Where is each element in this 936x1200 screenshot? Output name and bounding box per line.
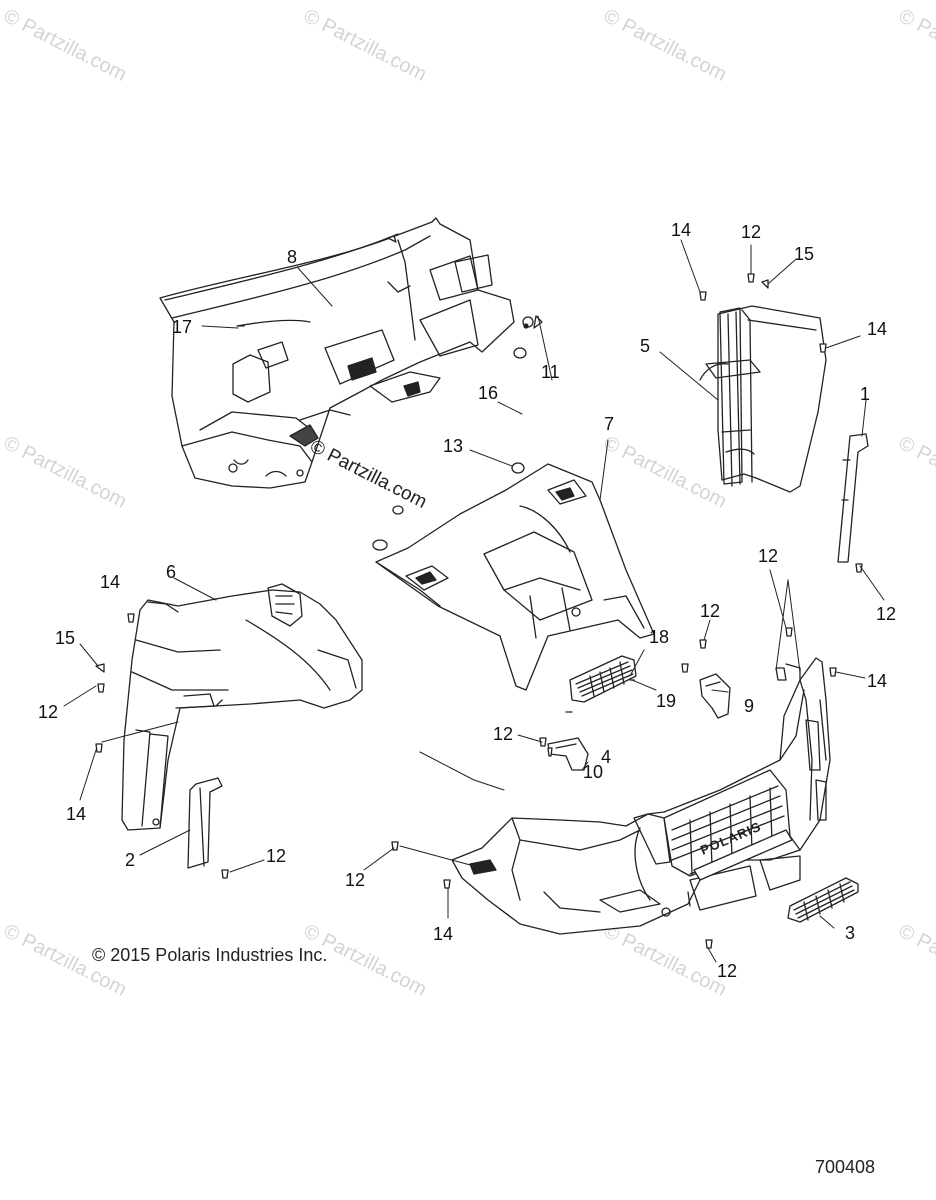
callout-9: 9	[744, 696, 755, 716]
callout-14: 14	[66, 804, 87, 824]
callout-5: 5	[640, 336, 651, 356]
callout-12: 12	[741, 222, 762, 242]
callout-15: 15	[55, 628, 76, 648]
callout-15: 15	[794, 244, 815, 264]
callout-12: 12	[700, 601, 721, 621]
part-2-bracket	[187, 777, 223, 869]
callout-8: 8	[287, 247, 298, 267]
part-1-bracket	[837, 433, 869, 563]
part-18-grille	[569, 655, 637, 703]
callout-14: 14	[100, 572, 121, 592]
callout-6: 6	[166, 562, 177, 582]
callout-12: 12	[266, 846, 287, 866]
document-number: 700408	[815, 1157, 876, 1177]
callout-18: 18	[649, 627, 670, 647]
callout-10: 10	[583, 762, 604, 782]
callout-12: 12	[758, 546, 779, 566]
callout-1: 1	[860, 384, 871, 404]
part-5-side-panel	[699, 305, 827, 493]
part-7-center-panel	[375, 463, 655, 691]
callout-2: 2	[125, 850, 136, 870]
leader-lines	[63, 239, 885, 963]
callout-7: 7	[604, 414, 615, 434]
part-4-bumper	[451, 657, 831, 935]
part-3-lower-grille	[787, 877, 859, 923]
callout-14: 14	[671, 220, 692, 240]
part-10-bracket	[547, 737, 589, 771]
callout-19: 19	[656, 691, 677, 711]
callout-14: 14	[867, 671, 888, 691]
callout-14: 14	[433, 924, 454, 944]
part-6-left-fender	[121, 583, 363, 831]
part-8-hood	[159, 217, 515, 489]
callout-14: 14	[867, 319, 888, 339]
callout-17: 17	[172, 317, 193, 337]
callout-11: 11	[541, 362, 560, 382]
callout-12: 12	[717, 961, 738, 981]
polaris-emblem	[693, 829, 793, 881]
callout-13: 13	[443, 436, 464, 456]
callout-4: 4	[601, 747, 612, 767]
callout-12: 12	[876, 604, 897, 624]
callout-12: 12	[493, 724, 514, 744]
part-9-bracket	[699, 673, 731, 719]
callout-12: 12	[345, 870, 366, 890]
callout-3: 3	[845, 923, 856, 943]
callout-16: 16	[478, 383, 499, 403]
copyright-notice: © 2015 Polaris Industries Inc.	[92, 945, 328, 965]
callout-12: 12	[38, 702, 59, 722]
